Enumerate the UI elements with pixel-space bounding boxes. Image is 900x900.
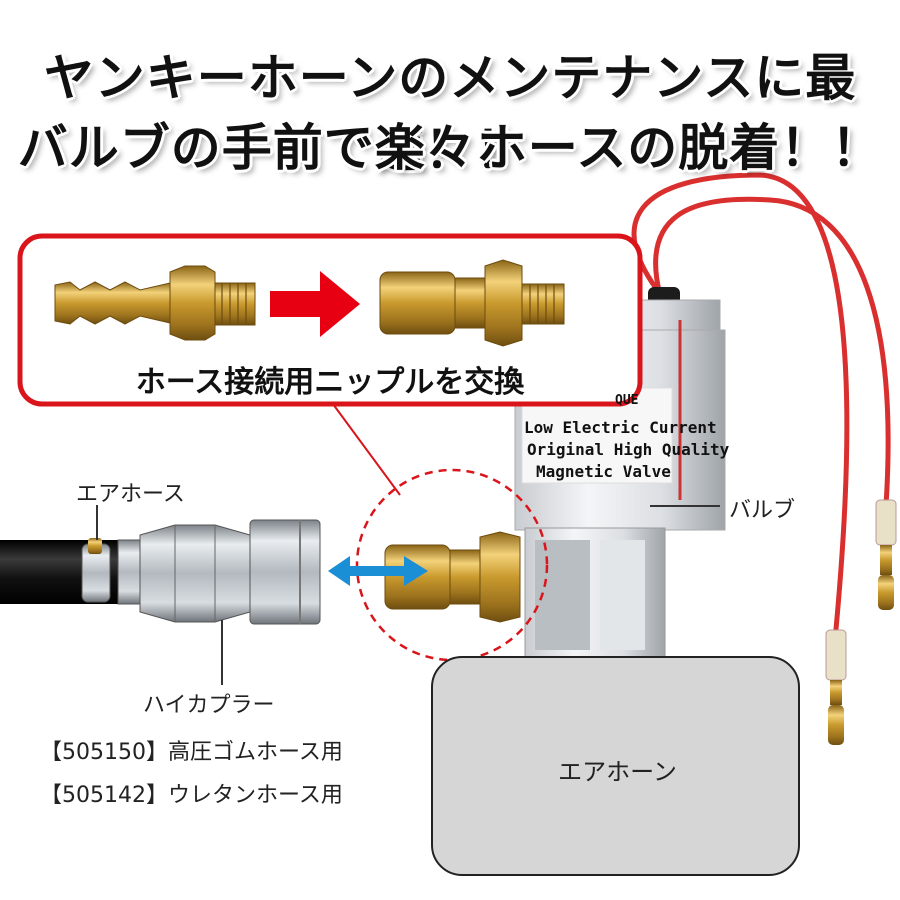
nipple-highlight-circle — [355, 468, 549, 662]
callout-pointer-line — [329, 399, 401, 496]
headline-line-1: ヤンキーホーンのメンテナンスに最適！！ — [43, 49, 857, 179]
hi-coupler-label: ハイカプラー — [143, 693, 275, 718]
valve-text-line-1: Low Electric Current — [524, 418, 717, 437]
red-wires — [631, 172, 891, 641]
air-horn-label: エアホーン — [558, 758, 677, 786]
wire-terminals — [825, 499, 897, 745]
guide-lines — [96, 505, 720, 685]
product-code-urethane-hose: 【505142】ウレタンホース用 — [40, 783, 343, 808]
product-code-rubber-hose: 【505150】高圧ゴムホース用 — [40, 740, 343, 765]
quick-nipple-fitting — [379, 259, 565, 347]
valve-text-line-2: Original High Quality — [527, 440, 730, 459]
air-horn-box — [431, 656, 800, 876]
hi-coupler — [117, 519, 321, 625]
headline-line-2: バルブの手前で楽々ホースの脱着！！ — [17, 119, 883, 177]
right-arrow-icon — [270, 271, 360, 337]
air-hose-label: エアホース — [76, 482, 185, 507]
callout-label: ホース接続用ニップルを交換 — [135, 365, 525, 400]
valve-brand-text: QUE — [615, 393, 639, 408]
valve-label: バルブ — [729, 498, 796, 523]
swap-arrow-icon — [328, 556, 428, 586]
hose-barb-fitting — [54, 265, 256, 341]
valve-text-line-3: Magnetic Valve — [536, 462, 671, 481]
air-hose — [0, 538, 120, 604]
